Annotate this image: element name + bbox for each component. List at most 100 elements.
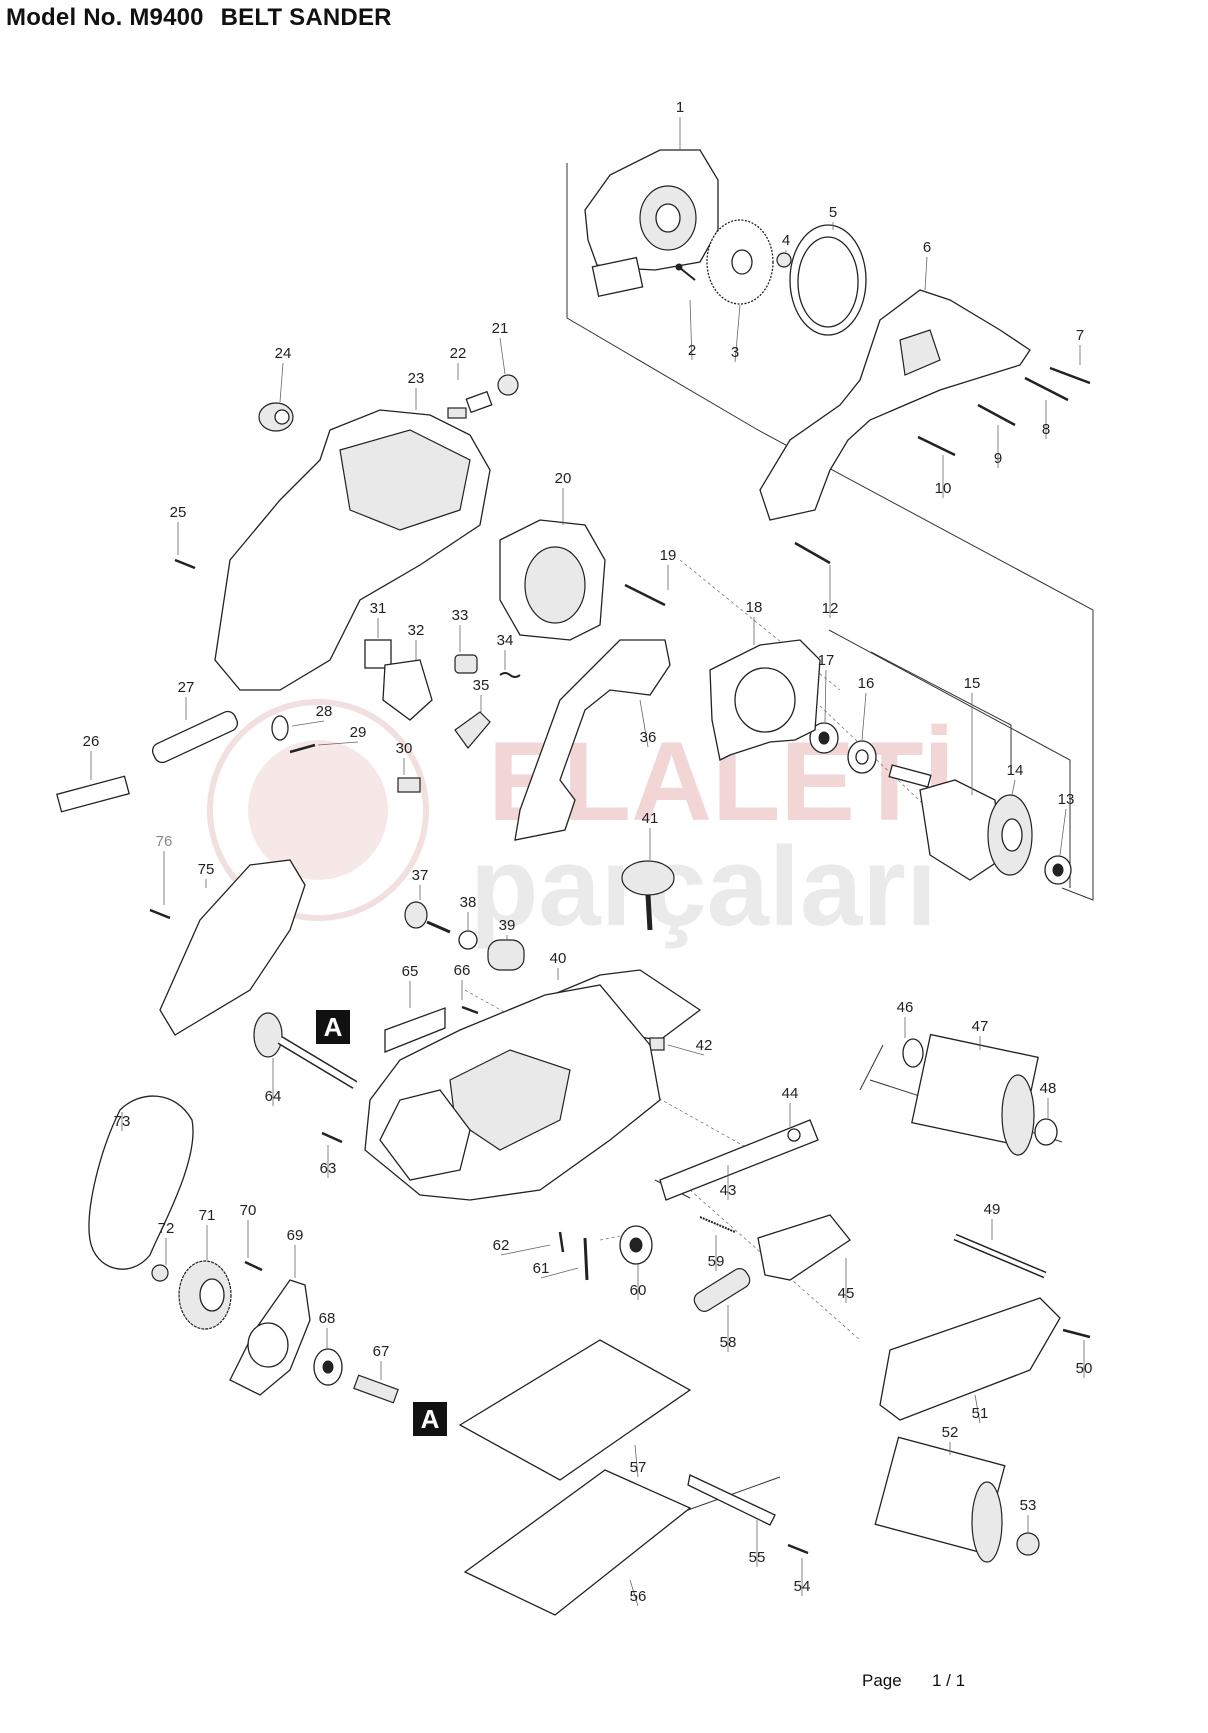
part-number-46: 46 — [897, 999, 914, 1016]
part-number-20: 20 — [555, 470, 572, 487]
part-69-gear-cover — [229, 1279, 311, 1396]
part-7-screw — [1049, 366, 1091, 385]
part-number-29: 29 — [350, 724, 367, 741]
part-number-53: 53 — [1020, 1497, 1037, 1514]
part-number-31: 31 — [370, 600, 387, 617]
leader-line-36 — [639, 699, 649, 748]
part-number-65: 65 — [402, 963, 419, 980]
part-number-18: 18 — [746, 599, 763, 616]
part-5-baffle-plate — [789, 224, 867, 336]
part-36-handle-cover — [514, 639, 671, 841]
part-number-68: 68 — [319, 1310, 336, 1327]
part-number-59: 59 — [708, 1253, 725, 1270]
part-65-label — [384, 1007, 446, 1053]
part-51-belt-cover — [879, 1297, 1061, 1421]
part-number-9: 9 — [994, 450, 1002, 467]
part-number-32: 32 — [408, 622, 425, 639]
part-55-clamp — [687, 1474, 776, 1526]
part-54-screw — [787, 1543, 809, 1555]
part-number-4: 4 — [782, 232, 790, 249]
part-number-62: 62 — [493, 1237, 510, 1254]
part-number-30: 30 — [396, 740, 413, 757]
part-number-15: 15 — [964, 675, 981, 692]
part-35-switch-lever — [454, 711, 491, 749]
part-number-14: 14 — [1007, 762, 1024, 779]
part-61-bolt — [583, 1237, 589, 1281]
leader-line-3 — [734, 304, 741, 363]
part-number-58: 58 — [720, 1334, 737, 1351]
part-22-carbon-brush — [447, 390, 493, 419]
part-70-screw — [244, 1260, 263, 1272]
part-number-67: 67 — [373, 1343, 390, 1360]
watermark: ELALETİ parçaları — [207, 699, 955, 949]
part-number-7: 7 — [1076, 327, 1084, 344]
part-27-cord-guard — [151, 710, 239, 764]
part-67-shaft — [353, 1374, 399, 1404]
part-number-28: 28 — [316, 703, 333, 720]
part-number-21: 21 — [492, 320, 509, 337]
part-24-knob — [258, 402, 294, 432]
part-number-63: 63 — [320, 1160, 337, 1177]
part-number-40: 40 — [550, 950, 567, 967]
part-17-bearing — [809, 722, 839, 754]
part-number-33: 33 — [452, 607, 469, 624]
part-73-drive-belt — [88, 1095, 194, 1270]
leader-line-62 — [500, 1244, 551, 1256]
leader-line-6 — [924, 256, 928, 291]
section-marker-a-top: A — [316, 1010, 350, 1044]
part-33-lock-button — [454, 654, 478, 674]
part-number-41: 41 — [642, 810, 659, 827]
part-number-48: 48 — [1040, 1080, 1057, 1097]
part-63-screw — [321, 1131, 343, 1144]
part-number-24: 24 — [275, 345, 292, 362]
part-number-69: 69 — [287, 1227, 304, 1244]
part-number-64: 64 — [265, 1088, 282, 1105]
part-number-66: 66 — [454, 962, 471, 979]
part-21-brush-cap — [497, 374, 519, 396]
part-number-75: 75 — [198, 861, 215, 878]
part-4-nut — [776, 252, 792, 268]
part-number-16: 16 — [858, 675, 875, 692]
part-2-screw — [675, 263, 696, 281]
part-1-gear-housing — [584, 149, 719, 298]
part-43-slide-plate — [659, 1119, 819, 1201]
part-number-34: 34 — [497, 632, 514, 649]
svg-text:A: A — [324, 1012, 343, 1042]
part-25-screw — [174, 558, 196, 570]
leader-line-13 — [1059, 808, 1067, 856]
part-number-57: 57 — [630, 1459, 647, 1476]
part-38-washer — [458, 930, 478, 950]
part-39-spring — [487, 939, 525, 971]
part-number-10: 10 — [935, 480, 952, 497]
part-number-13: 13 — [1058, 791, 1075, 808]
part-47-drive-roller — [911, 1033, 1039, 1156]
part-number-76: 76 — [156, 833, 173, 850]
leader-line-16 — [861, 692, 867, 741]
part-10-screw — [917, 435, 956, 457]
svg-text:A: A — [421, 1404, 440, 1434]
part-18-baffle-housing — [709, 639, 821, 761]
leader-line-42 — [667, 1044, 705, 1056]
watermark-sub: parçaları — [470, 824, 937, 949]
page-number: 1 / 1 — [932, 1671, 966, 1690]
part-number-25: 25 — [170, 504, 187, 521]
part-number-23: 23 — [408, 370, 425, 387]
part-41-knob — [621, 860, 675, 931]
part-number-42: 42 — [696, 1037, 713, 1054]
page-label: Page — [862, 1671, 902, 1690]
part-16-ring — [847, 740, 877, 774]
leader-line-57 — [634, 1444, 639, 1478]
part-71-pulley — [178, 1260, 232, 1330]
part-6-handle — [759, 289, 1031, 521]
part-64-shaft — [253, 1012, 358, 1089]
leader-line-51 — [974, 1394, 981, 1424]
part-44-retaining-ring — [787, 1128, 801, 1142]
part-3-fan — [706, 219, 774, 305]
part-number-37: 37 — [412, 867, 429, 884]
part-number-49: 49 — [984, 1201, 1001, 1218]
part-number-47: 47 — [972, 1018, 989, 1035]
section-marker-a-bottom: A — [413, 1402, 447, 1436]
leader-line-21 — [499, 337, 506, 375]
